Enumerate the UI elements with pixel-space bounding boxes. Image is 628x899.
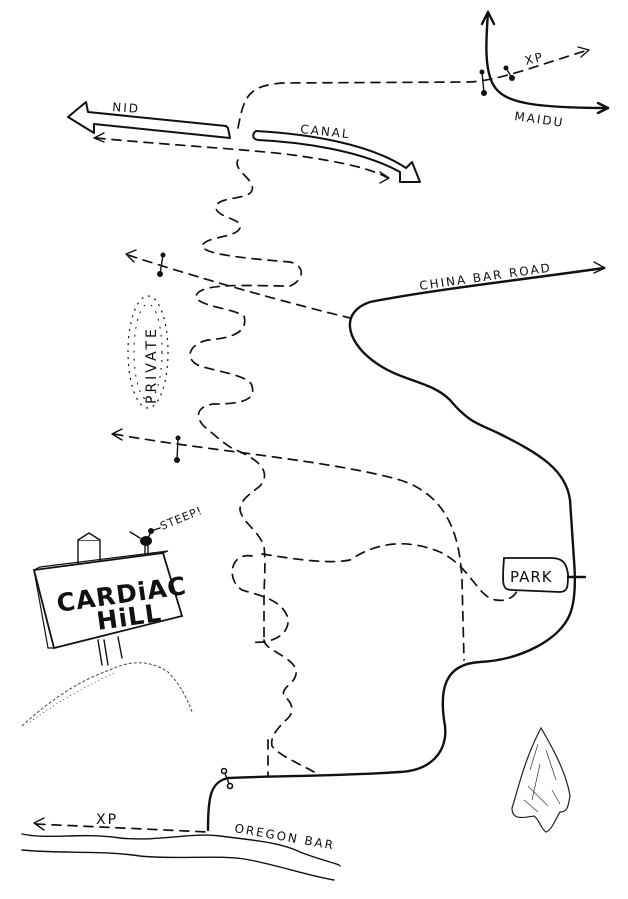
trail-lower <box>263 639 315 777</box>
trail-west-gated <box>111 428 465 661</box>
gate-icon <box>157 252 166 277</box>
xp-label-west: XP <box>96 812 118 828</box>
private-label: PRIVATE <box>144 326 160 404</box>
cardiac-hill-sign <box>21 527 193 727</box>
china-bar-road <box>206 261 606 832</box>
xp-trail-west <box>33 817 209 833</box>
gate-icon <box>479 69 487 96</box>
switchback-trail <box>189 159 303 641</box>
china-bar-road-label: CHINA BAR ROAD <box>418 261 552 293</box>
trail-to-park <box>231 543 519 644</box>
arrowhead-icon <box>511 726 571 833</box>
canal <box>252 130 421 183</box>
gate-icon <box>220 767 234 790</box>
canal-trail <box>93 132 390 184</box>
oregon-bar-label: OREGON BAR <box>233 821 336 852</box>
gate-icon <box>503 65 515 81</box>
maidu-label: MAIDU <box>514 109 566 130</box>
private-area <box>127 295 169 409</box>
nid-canal <box>67 101 231 139</box>
gate-icon <box>174 435 181 463</box>
steep-label: STEEP! <box>158 504 204 533</box>
canal-label: CANAL <box>300 122 352 141</box>
trail-to-china-bar <box>125 249 351 319</box>
nid-label: NID <box>112 100 141 116</box>
xp-label-north: XP <box>523 50 545 68</box>
maidu-road <box>480 10 610 115</box>
oregon-bar-river <box>21 833 341 881</box>
xp-trail-north <box>237 46 590 129</box>
park-label: PARK <box>510 568 553 586</box>
park-marker <box>502 557 587 593</box>
bird-icon <box>129 527 161 555</box>
